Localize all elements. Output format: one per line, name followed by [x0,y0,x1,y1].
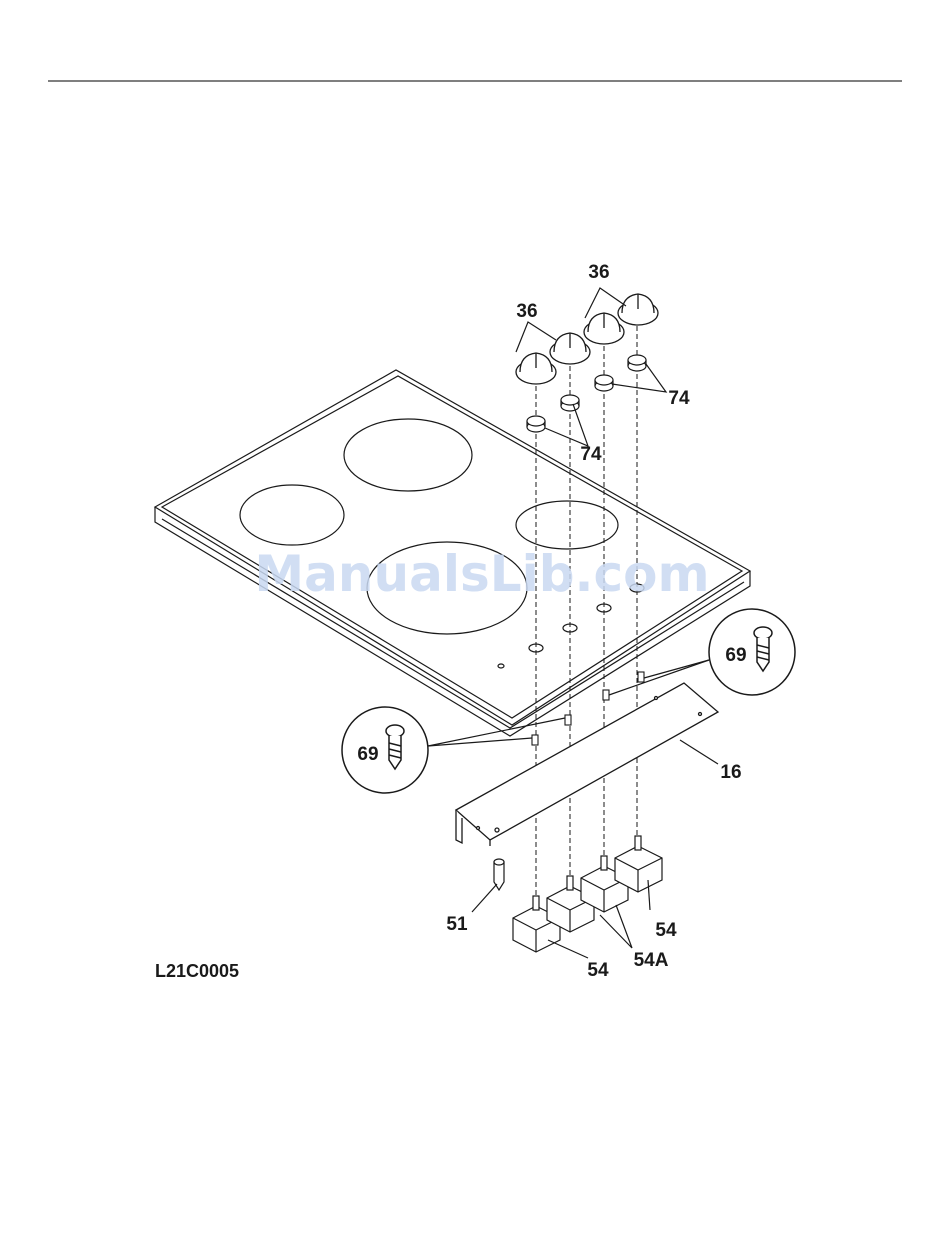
label-indicator-51: 51 [446,914,468,935]
diagram-code: L21C0005 [155,961,239,981]
label-bezel-74-right: 74 [668,388,690,409]
label-switch-54-right: 54 [655,920,677,941]
switches [513,836,662,952]
bezel-4 [628,355,646,371]
label-bezel-74-left: 74 [580,444,602,465]
knob-3 [584,313,624,344]
label-bracket-16: 16 [720,762,741,783]
bezel-3 [595,375,613,391]
label-knob-36-left: 36 [516,301,537,322]
label-screw-69-left: 69 [357,744,378,765]
knob-1 [516,353,556,384]
screw-callout-left [342,707,428,793]
switch-4 [615,836,662,892]
watermark: ManualsLib.com [254,545,709,603]
bezel-2 [561,395,579,411]
knob-4 [618,294,658,325]
label-switch-54-left: 54 [587,960,609,981]
label-switch-54a: 54A [634,950,669,971]
label-screw-69-right: 69 [725,645,746,666]
label-knob-36-right: 36 [588,262,609,283]
bezel-1 [527,416,545,432]
knob-2 [550,333,590,364]
screw-callout-right [709,609,795,695]
